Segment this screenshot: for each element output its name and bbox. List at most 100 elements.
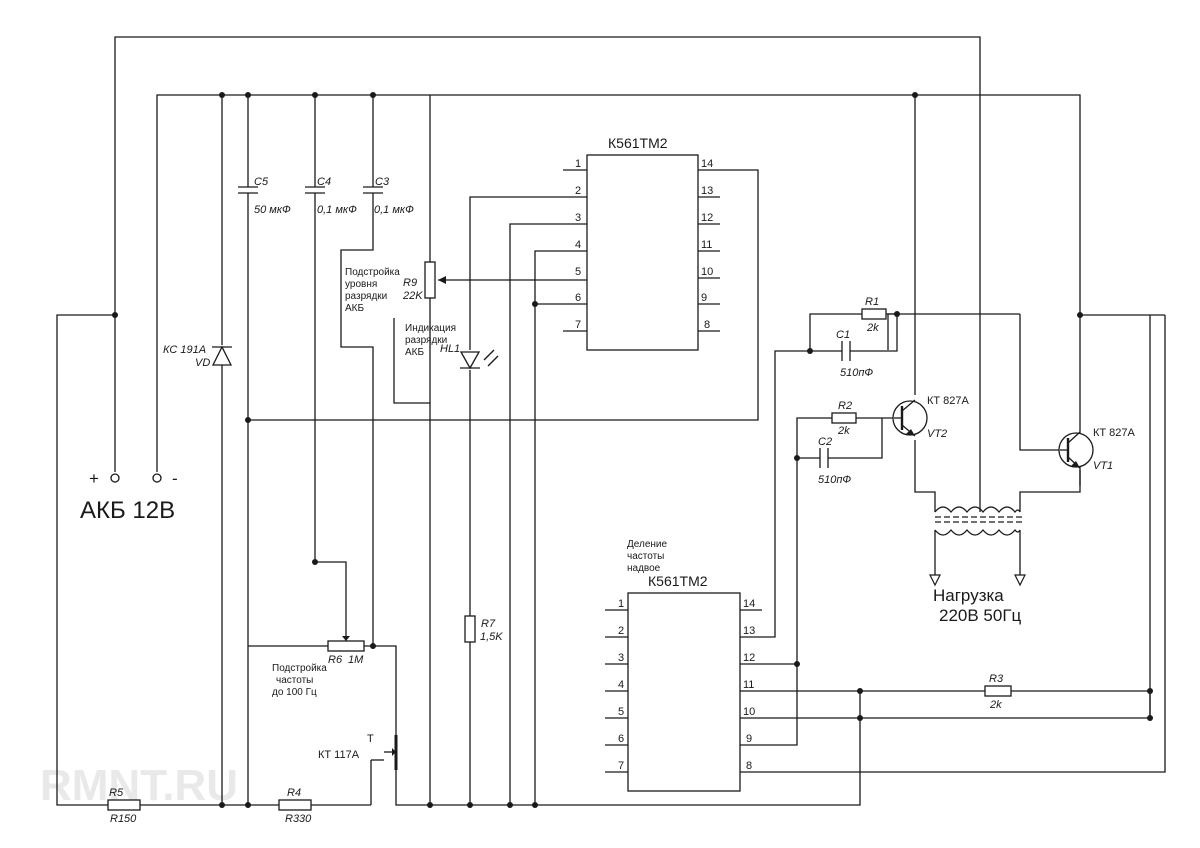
zener-diode-vd: КС 191А VD	[163, 344, 233, 369]
svg-text:4: 4	[575, 239, 581, 251]
svg-text:R5: R5	[109, 787, 124, 799]
note-freq-divide: Деление частоты надвое	[627, 539, 668, 574]
svg-text:9: 9	[746, 733, 752, 745]
svg-text:4: 4	[618, 679, 624, 691]
svg-text:C3: C3	[375, 176, 390, 188]
svg-text:К561ТМ2: К561ТМ2	[608, 135, 668, 151]
note-discharge-indication: Индикация разрядки АКБ	[405, 323, 456, 358]
svg-text:разрядки: разрядки	[345, 291, 387, 302]
svg-text:2k: 2k	[989, 699, 1002, 711]
svg-text:Деление: Деление	[627, 539, 668, 550]
svg-text:VT2: VT2	[927, 428, 947, 440]
svg-text:510пФ: 510пФ	[840, 367, 873, 379]
svg-text:R330: R330	[285, 813, 312, 825]
svg-text:12: 12	[743, 652, 755, 664]
capacitor-c3: C3 0,1 мкФ	[363, 176, 414, 216]
svg-text:5: 5	[618, 706, 624, 718]
svg-text:14: 14	[743, 598, 755, 610]
svg-text:8: 8	[704, 319, 710, 331]
svg-text:11: 11	[743, 679, 754, 691]
svg-text:10: 10	[701, 266, 713, 278]
transformer	[929, 506, 1026, 587]
svg-text:уровня: уровня	[345, 279, 377, 290]
note-discharge-adjust: Подстройка уровня разрядки АКБ	[345, 267, 400, 314]
svg-text:10: 10	[743, 706, 755, 718]
svg-text:до 100 Гц: до 100 Гц	[272, 687, 317, 698]
svg-text:C4: C4	[317, 176, 331, 188]
svg-text:R7: R7	[481, 618, 496, 630]
svg-text:9: 9	[701, 292, 707, 304]
svg-text:2: 2	[618, 625, 624, 637]
svg-text:Подстройка: Подстройка	[345, 267, 400, 278]
svg-text:7: 7	[618, 760, 624, 772]
svg-text:510пФ: 510пФ	[818, 474, 851, 486]
resistor-r4: R4 R330	[278, 787, 312, 825]
load-label: Нагрузка 220В 50Гц	[933, 586, 1022, 625]
svg-text:3: 3	[575, 212, 581, 224]
svg-text:12: 12	[701, 212, 713, 224]
svg-text:1: 1	[575, 158, 581, 170]
svg-text:3: 3	[618, 652, 624, 664]
resistor-r3: R3 2k	[984, 673, 1012, 711]
transistor-t-ujt: T КТ 117А	[318, 733, 398, 770]
svg-text:2: 2	[575, 185, 581, 197]
svg-text:R150: R150	[110, 813, 137, 825]
battery-label: АКБ 12В	[80, 497, 175, 524]
svg-text:АКБ: АКБ	[345, 303, 364, 314]
battery-terminals: + - АКБ 12В	[80, 469, 178, 524]
svg-text:5: 5	[575, 266, 581, 278]
svg-text:частоты: частоты	[627, 551, 664, 562]
svg-text:2k: 2k	[866, 322, 879, 334]
svg-text:0,1 мкФ: 0,1 мкФ	[374, 204, 414, 216]
svg-text:К561ТМ2: К561ТМ2	[648, 573, 708, 589]
svg-text:13: 13	[743, 625, 755, 637]
svg-text:VD: VD	[195, 357, 210, 369]
resistor-r6: R6 1M	[327, 636, 365, 666]
resistor-r1: R1 2k	[861, 296, 887, 334]
svg-text:2k: 2k	[837, 425, 850, 437]
svg-text:Нагрузка: Нагрузка	[933, 586, 1004, 605]
transistor-vt1: КТ 827А VT1	[1058, 427, 1136, 472]
battery-minus-sign: -	[172, 469, 178, 488]
capacitor-c2: C2 510пФ	[818, 436, 851, 486]
svg-text:C5: C5	[254, 176, 269, 188]
ic-k561tm2-bottom: К561ТМ2 1 2 3 4 5 6 7 14 13 12 11 10 9 8	[618, 573, 755, 792]
resistor-r9: R9 22K	[402, 261, 446, 302]
led-hl1: HL1	[440, 343, 499, 370]
svg-text:1,5K: 1,5K	[480, 631, 503, 643]
svg-text:R2: R2	[838, 400, 852, 412]
svg-text:КТ 827А: КТ 827А	[1093, 427, 1136, 439]
capacitor-c5: C5 50 мкФ	[238, 176, 291, 216]
ic-k561tm2-top: К561ТМ2 1 2 3 4 5 6 7 14 13 12 11 10 9 8	[575, 135, 713, 351]
svg-text:1: 1	[618, 598, 624, 610]
svg-text:6: 6	[575, 292, 581, 304]
svg-text:R1: R1	[865, 296, 879, 308]
svg-text:6: 6	[618, 733, 624, 745]
resistor-r5: R5 R150	[107, 787, 141, 825]
battery-plus-sign: +	[89, 469, 99, 488]
svg-text:R3: R3	[989, 673, 1004, 685]
svg-text:22K: 22K	[402, 290, 423, 302]
svg-text:C2: C2	[818, 436, 832, 448]
svg-text:50 мкФ: 50 мкФ	[254, 204, 291, 216]
svg-text:АКБ: АКБ	[405, 347, 424, 358]
svg-text:R6: R6	[328, 654, 343, 666]
resistor-r2: R2 2k	[831, 400, 857, 437]
svg-text:КС 191А: КС 191А	[163, 344, 206, 356]
svg-text:C1: C1	[836, 329, 850, 341]
svg-text:R9: R9	[403, 277, 417, 289]
svg-text:7: 7	[575, 319, 581, 331]
capacitor-c1: C1 510пФ	[836, 329, 873, 379]
svg-text:1M: 1M	[348, 654, 364, 666]
svg-text:разрядки: разрядки	[405, 335, 447, 346]
svg-text:КТ 117А: КТ 117А	[318, 749, 360, 761]
svg-text:Подстройка: Подстройка	[272, 663, 327, 674]
transistor-vt2: КТ 827А VT2	[892, 395, 970, 440]
note-freq-adjust: Подстройка частоты до 100 Гц	[272, 663, 327, 698]
svg-text:T: T	[367, 733, 374, 745]
capacitor-c4: C4 0,1 мкФ	[305, 176, 357, 216]
svg-text:220В 50Гц: 220В 50Гц	[939, 606, 1022, 625]
svg-text:КТ 827А: КТ 827А	[927, 395, 970, 407]
svg-text:VT1: VT1	[1093, 460, 1113, 472]
svg-text:13: 13	[701, 185, 713, 197]
